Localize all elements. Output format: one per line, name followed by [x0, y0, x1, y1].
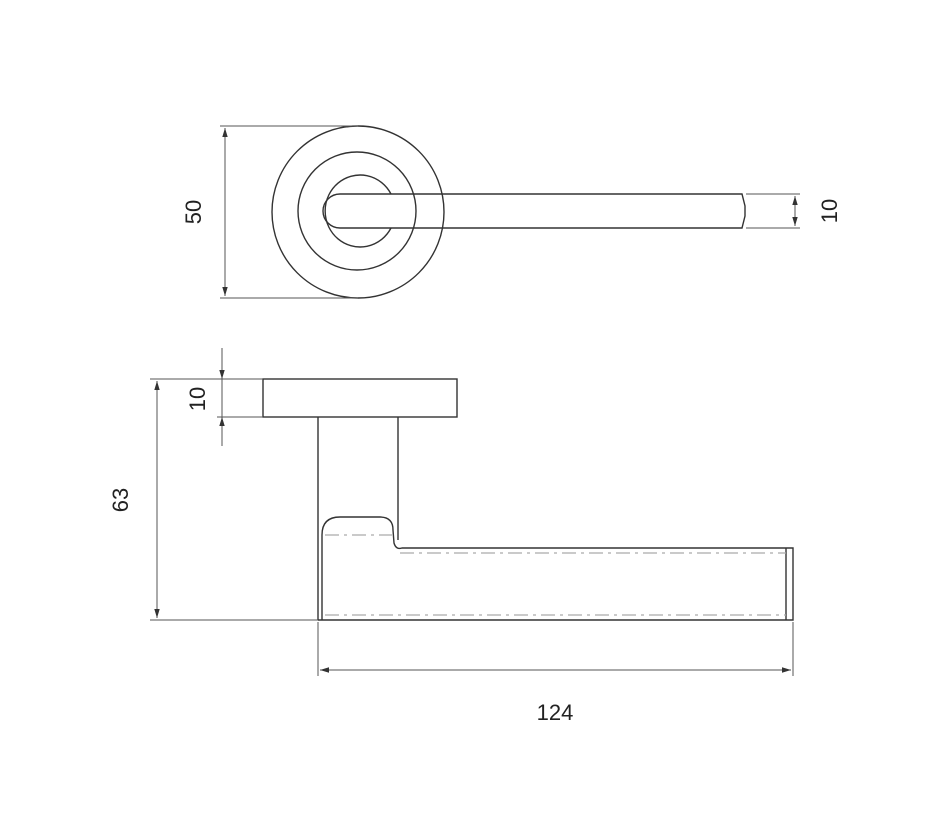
dim-rose-diameter: 50 [181, 200, 206, 224]
dim-lever-width: 10 [817, 199, 842, 223]
top-view: 50 10 [181, 125, 842, 299]
lever-top [322, 193, 746, 229]
rose-inner [324, 174, 392, 248]
dim-height: 63 [108, 488, 133, 512]
side-view: 10 63 124 [108, 348, 794, 725]
dim-rose-thickness: 10 [185, 387, 210, 411]
lever-side [318, 516, 794, 621]
rose-plate [262, 378, 458, 418]
rose-middle [297, 151, 417, 271]
dim-length: 124 [537, 700, 574, 725]
